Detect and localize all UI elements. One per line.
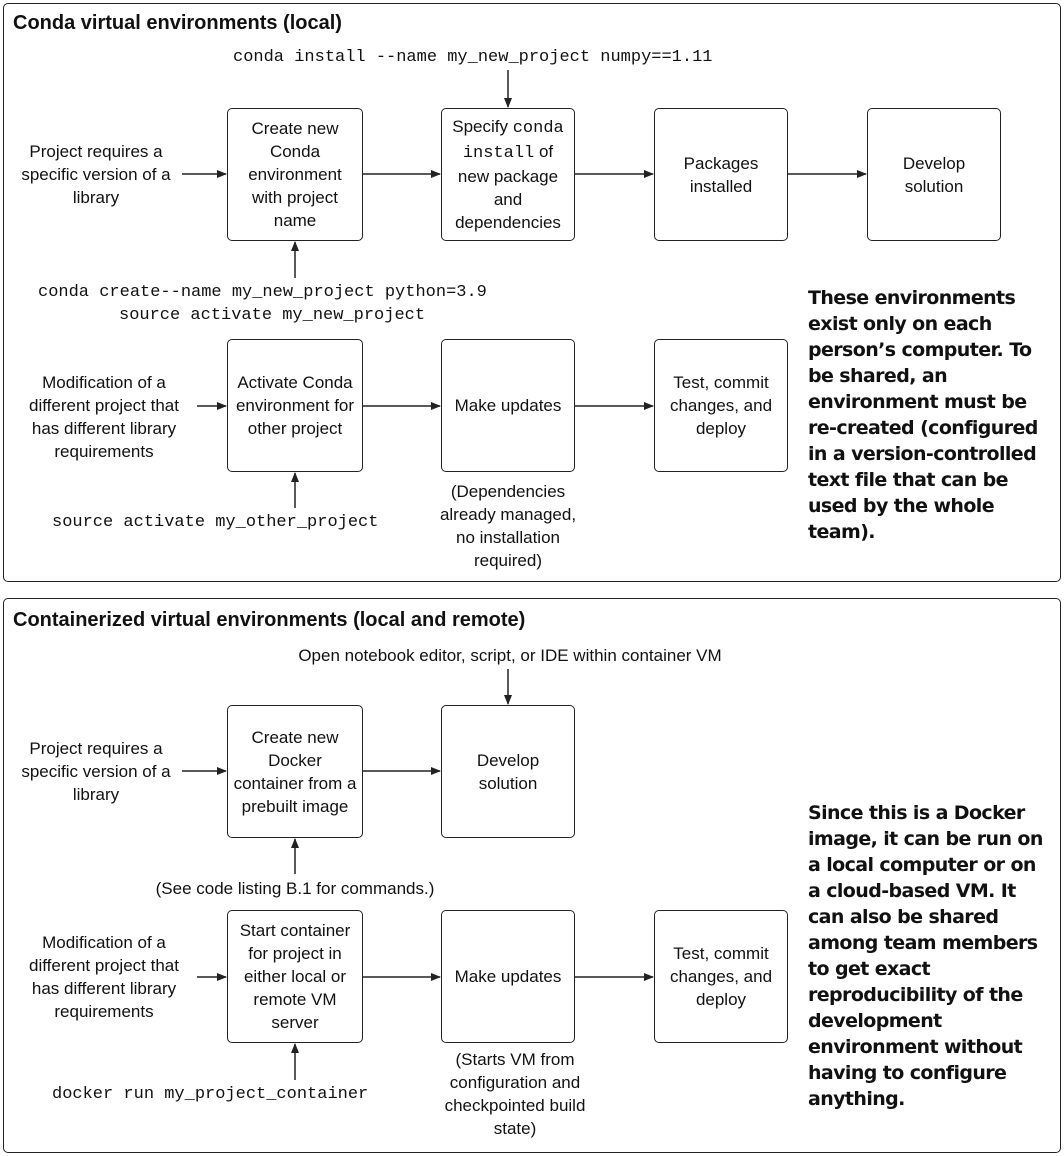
container-updates-note: (Starts VM from configuration and checkp… xyxy=(444,1050,586,1138)
make-updates-box: Make updates xyxy=(441,339,575,472)
code-listing-note: (See code listing B.1 for commands.) xyxy=(155,879,435,898)
container-develop-solution-box: Develop solution xyxy=(441,705,575,838)
container-make-updates-box: Make updates xyxy=(441,910,575,1043)
start-container-box: Start container for project in either lo… xyxy=(227,910,363,1043)
create-conda-env-box: Create new Conda environment with projec… xyxy=(227,108,363,241)
container-row2-input-label: Modification of a different project that… xyxy=(29,933,179,1021)
conda-panel-title: Conda virtual environments (local) xyxy=(13,12,342,34)
develop-solution-box: Develop solution xyxy=(867,108,1001,241)
conda-row2-input-label: Modification of a different project that… xyxy=(29,373,179,461)
create-docker-container-box: Create new Docker container from a prebu… xyxy=(227,705,363,838)
container-panel-title: Containerized virtual environments (loca… xyxy=(13,609,526,631)
conda-create-command: conda create--name my_new_project python… xyxy=(38,283,487,302)
container-panel xyxy=(3,598,1061,1153)
conda-panel xyxy=(3,3,1061,582)
docker-run-command: docker run my_project_container xyxy=(52,1085,369,1104)
conda-updates-note: (Dependencies already managed, no instal… xyxy=(439,482,577,570)
conda-row1-input-label: Project requires a specific version of a… xyxy=(21,142,171,207)
conda-activate-new-command: source activate my_new_project xyxy=(119,306,426,325)
packages-installed-box: Packages installed xyxy=(654,108,788,241)
specify-code-conda: conda xyxy=(512,119,564,138)
specify-text: Specify xyxy=(452,117,513,136)
container-sharing-note: Since this is a Docker image, it can be … xyxy=(808,802,1043,1110)
conda-sharing-note: These environments exist only on each pe… xyxy=(808,287,1038,543)
specify-code-install: install xyxy=(462,144,535,163)
activate-conda-env-box: Activate Conda environment for other pro… xyxy=(227,339,363,472)
container-test-commit-deploy-box: Test, commit changes, and deploy xyxy=(654,910,788,1043)
specify-post-text: of new package and dependencies xyxy=(455,142,561,232)
test-commit-deploy-box: Test, commit changes, and deploy xyxy=(654,339,788,472)
conda-install-command: conda install --name my_new_project nump… xyxy=(233,48,713,67)
conda-activate-other-command: source activate my_other_project xyxy=(52,513,379,532)
open-notebook-note: Open notebook editor, script, or IDE wit… xyxy=(298,646,722,665)
specify-conda-install-box: Specify conda install of new package and… xyxy=(441,108,575,241)
container-row1-input-label: Project requires a specific version of a… xyxy=(21,739,171,804)
